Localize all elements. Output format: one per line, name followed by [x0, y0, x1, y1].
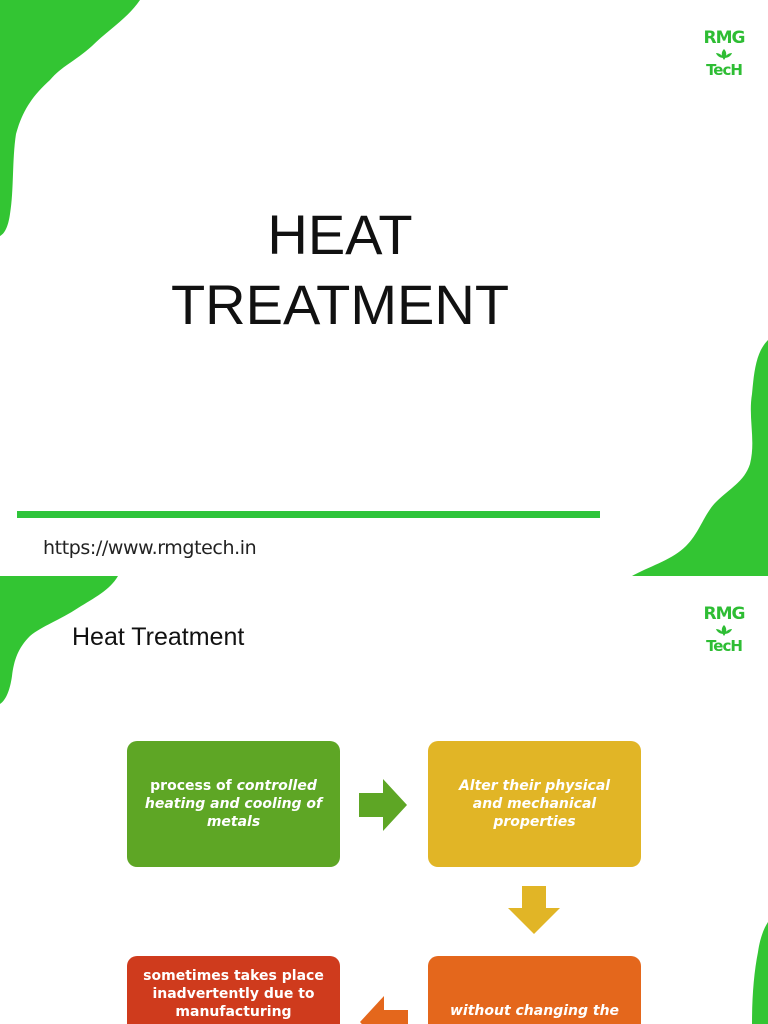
slide-title: Heat Treatment — [72, 623, 245, 651]
title-line-2: TREATMENT — [170, 273, 510, 336]
leaf-icon — [716, 49, 732, 60]
green-splash-shape — [0, 0, 768, 576]
rmg-tech-logo: RMG TecH — [702, 30, 746, 78]
process-box-3: without changing the — [428, 956, 641, 1024]
right-arrow-icon — [359, 779, 407, 831]
content-slide: RMG TecH Heat Treatment process of contr… — [0, 576, 768, 1024]
process-box-2-text: Alter their physical and mechanical prop… — [458, 778, 611, 830]
website-url: https://www.rmgtech.in — [43, 537, 257, 559]
process-box-4: sometimes takes place inadvertently due … — [127, 956, 340, 1024]
presentation-title: HEAT TREATMENT — [140, 200, 540, 340]
process-box-4-text: sometimes takes place inadvertently due … — [143, 968, 324, 1024]
process-box-1: process of controlled heating and coolin… — [127, 741, 340, 867]
logo-text-bottom: TecH — [706, 61, 743, 79]
rmg-tech-logo: RMG TecH — [702, 606, 746, 654]
green-divider — [17, 511, 600, 518]
logo-text-top: RMG — [703, 604, 746, 624]
process-box-1-text: process of controlled heating and coolin… — [144, 778, 323, 830]
process-box-3-text: without changing the — [449, 1003, 620, 1019]
title-line-1: HEAT — [267, 203, 413, 266]
down-arrow-icon — [508, 886, 560, 934]
left-arrow-icon — [360, 996, 408, 1024]
leaf-icon — [716, 625, 732, 636]
logo-text-bottom: TecH — [706, 637, 743, 655]
title-slide: RMG TecH HEAT TREATMENT https://www.rmgt… — [0, 0, 768, 576]
process-box-2: Alter their physical and mechanical prop… — [428, 741, 641, 867]
green-splash-shape — [0, 576, 768, 1024]
logo-text-top: RMG — [703, 28, 746, 48]
